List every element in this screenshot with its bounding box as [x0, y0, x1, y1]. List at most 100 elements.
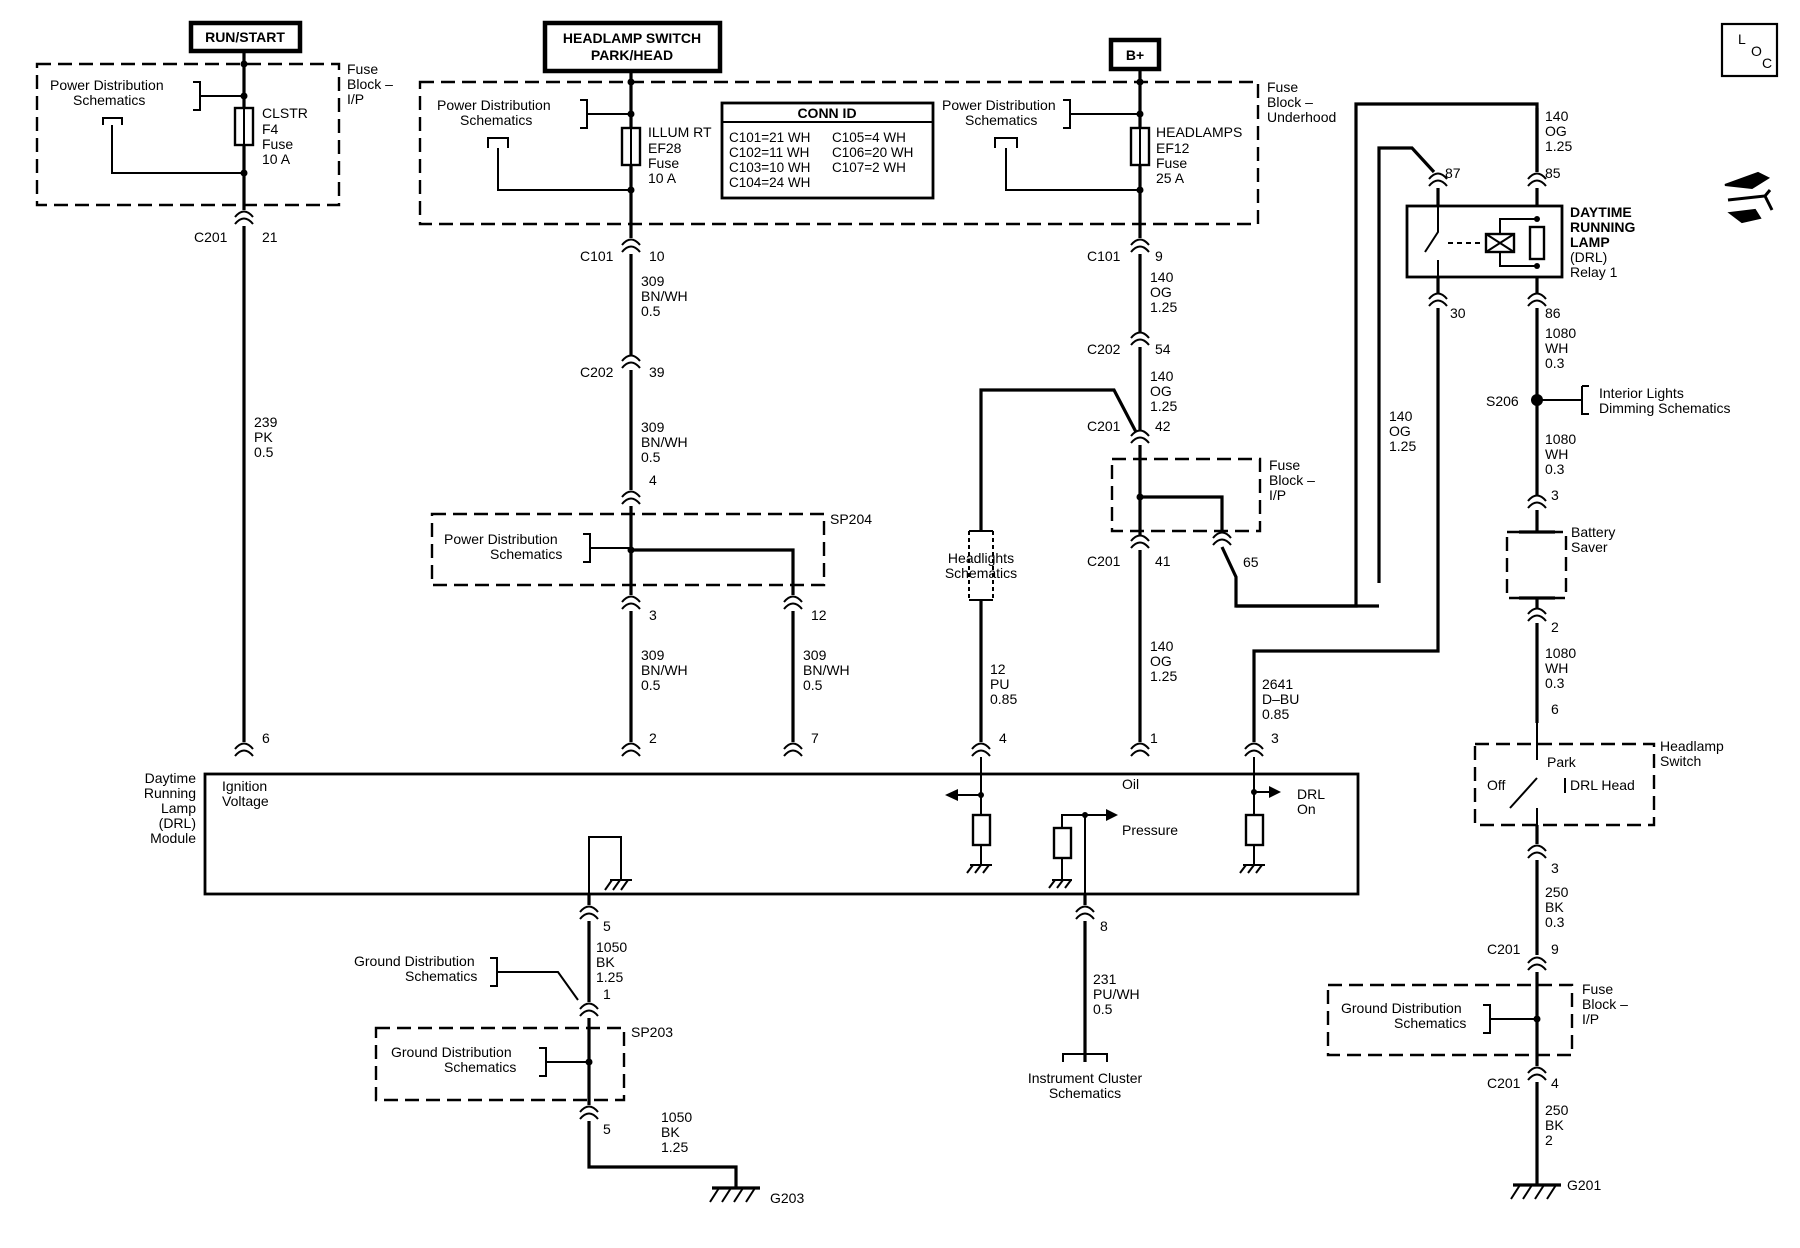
svg-text:Schematics: Schematics — [1394, 1015, 1466, 1031]
c201-label-4: C201 — [1487, 941, 1521, 957]
svg-text:BN/WH: BN/WH — [641, 662, 688, 678]
inline-connector — [234, 742, 254, 757]
svg-text:Block –: Block – — [1582, 996, 1628, 1012]
pin-12-sp204: 12 — [811, 607, 827, 623]
pin-54: 54 — [1155, 341, 1171, 357]
pin-41: 41 — [1155, 553, 1171, 569]
svg-text:SP204: SP204 — [830, 511, 872, 527]
svg-text:DAYTIME: DAYTIME — [1570, 204, 1632, 220]
svg-text:Fuse: Fuse — [1269, 457, 1300, 473]
svg-text:WH: WH — [1545, 446, 1568, 462]
inline-connector — [783, 595, 803, 610]
svg-text:PU: PU — [990, 676, 1009, 692]
inline-connector — [1428, 172, 1448, 187]
pin-21: 21 — [262, 229, 278, 245]
pin-8-module: 8 — [1100, 918, 1108, 934]
fuse-clstr-f4: CLSTR F4 Fuse 10 A — [233, 105, 308, 167]
pin-30: 30 — [1450, 305, 1466, 321]
svg-text:(DRL): (DRL) — [159, 815, 196, 831]
wiring-harness-icon — [1724, 171, 1774, 224]
svg-text:Instrument Cluster: Instrument Cluster — [1028, 1070, 1143, 1086]
svg-text:Off: Off — [1487, 777, 1506, 793]
c201-label-1: C201 — [194, 229, 228, 245]
svg-text:WH: WH — [1545, 660, 1568, 676]
pin-3-battery: 3 — [1551, 487, 1559, 503]
pin-5-module: 5 — [603, 918, 611, 934]
svg-text:OG: OG — [1150, 653, 1172, 669]
pin-86: 86 — [1545, 305, 1561, 321]
ground-g203: G203 — [709, 1186, 804, 1206]
pin-1-sp203: 1 — [603, 986, 611, 1002]
s206-label: S206 — [1486, 393, 1519, 409]
svg-text:Daytime: Daytime — [145, 770, 197, 786]
svg-text:2: 2 — [1545, 1132, 1553, 1148]
svg-text:0.85: 0.85 — [1262, 706, 1289, 722]
svg-text:2641: 2641 — [1262, 676, 1293, 692]
svg-text:B+: B+ — [1126, 47, 1144, 63]
pin-5-sp203: 5 — [603, 1121, 611, 1137]
svg-text:Switch: Switch — [1660, 753, 1701, 769]
inline-connector — [621, 238, 641, 253]
svg-text:Fuse: Fuse — [262, 136, 293, 152]
svg-text:G203: G203 — [770, 1190, 804, 1206]
svg-text:250: 250 — [1545, 1102, 1569, 1118]
svg-text:L: L — [1738, 31, 1746, 47]
svg-text:O: O — [1751, 43, 1762, 59]
loc-icon: L O C — [1720, 22, 1779, 78]
svg-text:1.25: 1.25 — [1150, 299, 1177, 315]
svg-text:F4: F4 — [262, 121, 279, 137]
svg-text:Running: Running — [144, 785, 196, 801]
fuse-illum-ef28: ILLUM RT EF28 Fuse 10 A — [620, 124, 712, 186]
svg-text:LAMP: LAMP — [1570, 234, 1610, 250]
svg-text:Power Distribution: Power Distribution — [444, 531, 558, 547]
svg-text:EF12: EF12 — [1156, 140, 1190, 156]
svg-text:0.5: 0.5 — [254, 444, 274, 460]
fuse-block-ip-right: Ground Distribution Schematics Fuse Bloc… — [1326, 981, 1628, 1057]
svg-text:Relay 1: Relay 1 — [1570, 264, 1618, 280]
svg-text:BN/WH: BN/WH — [641, 288, 688, 304]
svg-text:1.25: 1.25 — [661, 1139, 688, 1155]
svg-text:Ignition: Ignition — [222, 778, 267, 794]
svg-text:C: C — [1762, 55, 1772, 71]
fuse-block-underhood — [418, 80, 1260, 226]
c101-label-2: C101 — [1087, 248, 1121, 264]
svg-text:1.25: 1.25 — [1150, 398, 1177, 414]
svg-text:BK: BK — [596, 954, 615, 970]
svg-text:Power Distribution: Power Distribution — [942, 97, 1056, 113]
inline-connector — [1130, 742, 1150, 757]
inline-connector — [783, 742, 803, 757]
svg-text:Headlamp: Headlamp — [1660, 738, 1724, 754]
svg-text:250: 250 — [1545, 884, 1569, 900]
fuse-headlamps-ef12: HEADLAMPS EF12 Fuse 25 A — [1129, 124, 1242, 186]
inline-connector — [1130, 534, 1150, 549]
svg-text:10 A: 10 A — [648, 170, 677, 186]
pin-3-module: 3 — [1271, 730, 1279, 746]
pin-87: 87 — [1445, 165, 1461, 181]
svg-text:0.5: 0.5 — [641, 303, 661, 319]
svg-text:140: 140 — [1150, 269, 1174, 285]
c101-label-1: C101 — [580, 248, 614, 264]
inline-connector — [971, 742, 991, 757]
svg-text:BK: BK — [1545, 1117, 1564, 1133]
svg-text:Power Distribution: Power Distribution — [437, 97, 551, 113]
power-distribution-ref-2: Power Distribution Schematics — [437, 97, 630, 191]
splice-pack-sp204: SP204 Power Distribution Schematics — [430, 511, 872, 595]
svg-text:OG: OG — [1545, 123, 1567, 139]
svg-text:BN/WH: BN/WH — [803, 662, 850, 678]
svg-text:PU/WH: PU/WH — [1093, 986, 1140, 1002]
svg-text:BN/WH: BN/WH — [641, 434, 688, 450]
svg-text:309: 309 — [803, 647, 827, 663]
svg-text:239: 239 — [254, 414, 278, 430]
interior-lights-ref: Interior Lights Dimming Schematics — [1599, 385, 1730, 416]
fuse-block-ip-left — [35, 62, 341, 207]
svg-text:Fuse: Fuse — [648, 155, 679, 171]
svg-text:Ground Distribution: Ground Distribution — [391, 1044, 512, 1060]
svg-text:Saver: Saver — [1571, 539, 1608, 555]
